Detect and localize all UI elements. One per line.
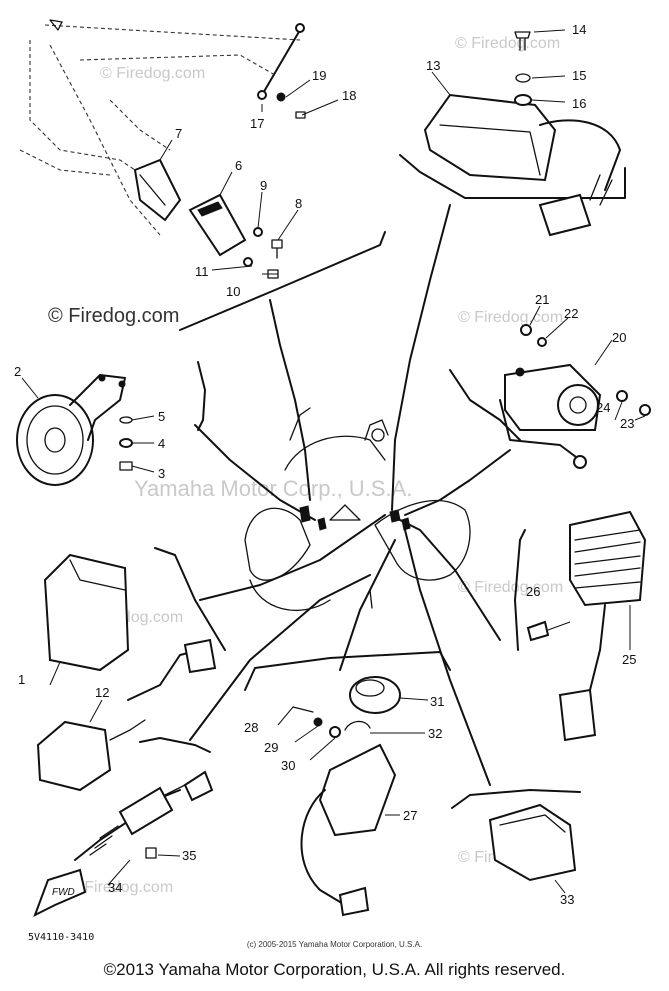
callout-29: 29: [264, 740, 278, 755]
watermark-center: Yamaha Motor Corp., U.S.A.: [134, 476, 412, 501]
callout-2: 2: [14, 364, 21, 379]
part-15-washer: [515, 73, 531, 83]
part-27-switch: [300, 743, 397, 917]
callout-27: 27: [403, 808, 417, 823]
fwd-label: FWD: [52, 887, 75, 898]
part-35-bolt: [145, 847, 157, 859]
watermark-bottom-left: © Firedog.com: [68, 879, 173, 896]
engine-outline: [244, 407, 471, 612]
part-5-washer: [119, 416, 133, 424]
diagram-part-code: 5V4110-3410: [28, 932, 95, 943]
harness-lines: [189, 204, 511, 786]
watermark-top-right: © Firedog.com: [455, 35, 560, 52]
part-4-washer: [119, 438, 133, 448]
part-18-bolt: [295, 111, 306, 119]
part-6-bracket: [188, 193, 247, 257]
group-bracket-top-left: [179, 231, 386, 331]
callout-26: 26: [526, 584, 540, 599]
part-26-bolt: [526, 620, 550, 642]
group-bracket-cdi: [451, 789, 581, 809]
part-22-washer: [537, 337, 547, 347]
group-bracket-rectifier: [514, 529, 526, 651]
callout-24: 24: [596, 400, 610, 415]
callout-5: 5: [158, 409, 165, 424]
small-copyright: (c) 2005-2015 Yamaha Motor Corporation, …: [246, 940, 423, 949]
frame-outline: [19, 19, 301, 236]
callout-11: 11: [195, 264, 209, 279]
part-21-nut: [520, 324, 532, 336]
part-31-cap: [349, 676, 401, 714]
part-11-washer: [243, 257, 253, 267]
part-14-screw: [514, 31, 531, 51]
watermark-top-left: © Firedog.com: [100, 65, 205, 82]
callout-16: 16: [572, 96, 586, 111]
callout-33: 33: [560, 892, 574, 907]
callout-20: 20: [612, 330, 626, 345]
callout-15: 15: [572, 68, 586, 83]
callout-numbers: 1 2 3 4 5 6 7 8 9 10 11 12 13 14 15 16 1…: [14, 22, 636, 907]
group-bracket-switch: [244, 651, 451, 691]
callout-3: 3: [158, 466, 165, 481]
part-33-unit: [488, 803, 577, 882]
leader-lines: [21, 29, 646, 894]
callout-18: 18: [342, 88, 356, 103]
callout-10: 10: [226, 284, 240, 299]
part-23-nut: [639, 404, 651, 416]
watermark-right-mid: © Firedog.com: [458, 309, 563, 326]
callout-32: 32: [428, 726, 442, 741]
part-17-bolt: [257, 23, 305, 100]
callout-31: 31: [430, 694, 444, 709]
callout-8: 8: [295, 196, 302, 211]
part-12-unit: [36, 719, 146, 792]
callout-9: 9: [260, 178, 267, 193]
callout-23: 23: [620, 416, 634, 431]
callout-12: 12: [95, 685, 109, 700]
callout-28: 28: [244, 720, 258, 735]
callout-19: 19: [312, 68, 326, 83]
callout-22: 22: [564, 306, 578, 321]
part-19-nut: [276, 92, 286, 102]
part-3-bolt: [119, 461, 133, 471]
part-34-switch: [74, 770, 214, 861]
callout-7: 7: [175, 126, 182, 141]
part-8-bolt: [271, 239, 283, 259]
group-bracket-horn: [197, 361, 206, 431]
part-20-relay: [499, 363, 602, 469]
callout-4: 4: [158, 436, 165, 451]
part-28-bolt: [292, 706, 314, 713]
part-1-unit: [43, 553, 217, 701]
callout-30: 30: [281, 758, 295, 773]
callout-35: 35: [182, 848, 196, 863]
callout-6: 6: [235, 158, 242, 173]
group-bracket-left: [154, 547, 226, 651]
part-16-washer: [514, 94, 532, 106]
watermark-left-dark: © Firedog.com: [48, 305, 179, 327]
callout-34: 34: [108, 880, 122, 895]
callout-17: 17: [250, 116, 264, 131]
part-30-washer: [329, 726, 341, 738]
group-bracket-relay: [449, 369, 521, 441]
footer-copyright: ©2013 Yamaha Motor Corporation, U.S.A. A…: [103, 960, 566, 979]
callout-13: 13: [426, 58, 440, 73]
callout-25: 25: [622, 652, 636, 667]
fwd-arrow: FWD: [33, 868, 87, 918]
callout-1: 1: [18, 672, 25, 687]
part-2-horn: [16, 374, 126, 486]
callout-14: 14: [572, 22, 586, 37]
group-bracket-sensor: [139, 737, 211, 753]
part-29-nut: [313, 717, 323, 727]
group-bracket-top-right: [399, 154, 626, 199]
callout-21: 21: [535, 292, 549, 307]
part-32-clip: [344, 720, 371, 731]
part-9-washer: [253, 227, 263, 237]
part-7-bracket: [133, 158, 182, 222]
watermark-right-lower: © Firedog.com: [458, 579, 563, 596]
part-25-rectifier: [558, 510, 647, 742]
part-13-unit: [423, 93, 621, 237]
part-24-washer: [616, 390, 628, 402]
part-10-bolt: [267, 269, 279, 279]
